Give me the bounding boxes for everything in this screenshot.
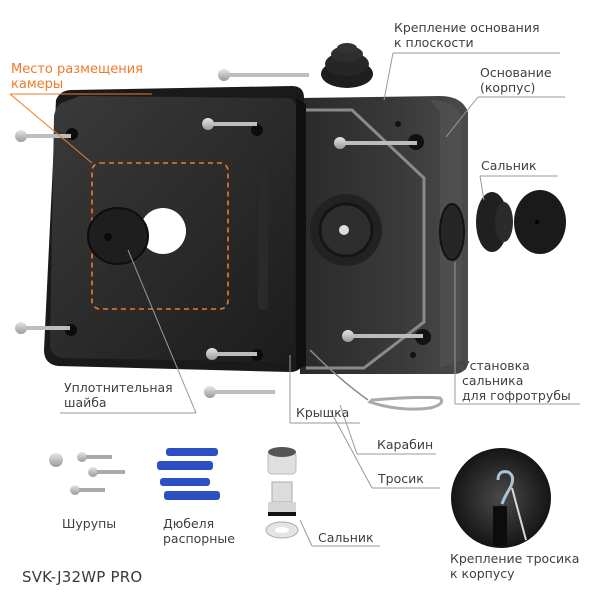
label-line: Тросик [378, 471, 424, 486]
sealing-washer [87, 207, 149, 265]
label-gland-install: Установка сальника для гофротрубы [462, 358, 571, 403]
screw-icon [49, 453, 63, 467]
label-line: (корпус) [480, 80, 536, 95]
label-line: Карабин [377, 437, 434, 452]
label-base-housing: Основание (корпус) [480, 65, 552, 95]
lid [44, 86, 306, 372]
leader-lines [9, 52, 580, 547]
label-line: Дюбеля [163, 516, 215, 531]
label-line: Уплотнительная [64, 380, 173, 395]
cable-gland [265, 447, 299, 539]
top-gland [321, 43, 373, 88]
label-line: камеры [11, 77, 64, 92]
screw-icon [15, 322, 70, 334]
screw-icon [204, 386, 275, 398]
side-glands [476, 190, 566, 254]
screw-icon [206, 348, 257, 360]
label-line: сальника [462, 373, 524, 388]
label-line: Место размещения [11, 62, 143, 77]
label-gland-top: Сальник [481, 158, 537, 173]
model-name: SVK-J32WP PRO [22, 568, 143, 586]
label-line: шайба [64, 395, 107, 410]
label-line: Сальник [481, 158, 537, 173]
screw-icon [202, 118, 257, 130]
screw-icon [70, 485, 105, 495]
label-line: Основание [480, 65, 552, 80]
label-line: для гофротрубы [462, 388, 571, 403]
label-sealing-gasket: Уплотнительная шайба [64, 380, 173, 410]
label-carabiner: Карабин [377, 437, 433, 452]
label-camera-placement: Место размещения камеры [11, 62, 143, 92]
label-line: к корпусу [450, 566, 515, 581]
label-screws: Шурупы [62, 516, 116, 531]
label-dowels: Дюбеля распорные [163, 516, 235, 546]
screw-icon [334, 137, 417, 149]
screw-icon [342, 330, 423, 342]
label-line: Установка [462, 358, 530, 373]
label-line: Шурупы [62, 516, 117, 531]
screw-icon [88, 467, 125, 477]
label-cable: Тросик [378, 471, 424, 486]
screws-kit [49, 452, 125, 495]
label-line: Крепление основания [394, 20, 540, 35]
screw-icon [218, 69, 309, 81]
base-housing [300, 96, 468, 374]
label-gland-bottom: Сальник [318, 530, 374, 545]
carabiner-and-cable [309, 349, 444, 411]
dowels-kit [157, 448, 220, 500]
label-lid: Крышка [296, 405, 349, 420]
label-line: Крепление тросика [450, 551, 580, 566]
label-line: Сальник [318, 530, 374, 545]
screw-icon [77, 452, 112, 462]
cable-attachment-photo [451, 448, 551, 548]
label-line: распорные [163, 531, 235, 546]
label-line: к плоскости [394, 35, 474, 50]
lid-screws [15, 69, 423, 398]
label-cable-attachment: Крепление тросика к корпусу [450, 551, 579, 581]
label-line: Крышка [296, 405, 350, 420]
label-base-mounting: Крепление основания к плоскости [394, 20, 540, 50]
screw-icon [15, 130, 71, 142]
